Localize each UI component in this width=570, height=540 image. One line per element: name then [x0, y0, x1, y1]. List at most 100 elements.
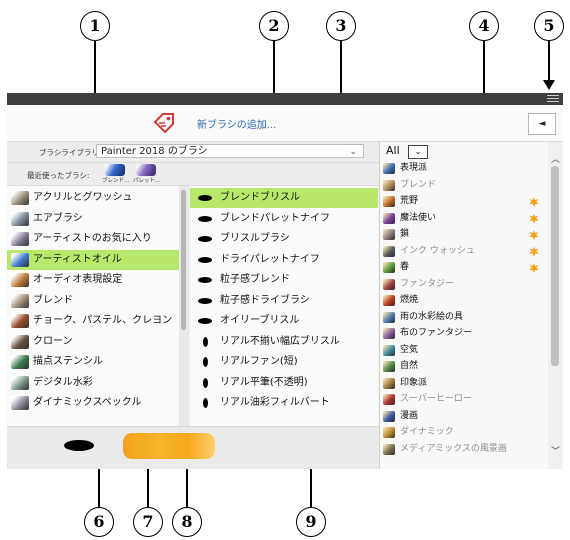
brush-pack-icon — [383, 311, 395, 323]
scroll-up-icon[interactable]: ︿ — [551, 155, 561, 165]
brush-variant-item[interactable]: リアル平筆(不透明) — [190, 373, 378, 393]
dab-icon — [203, 336, 208, 347]
brush-pack-item[interactable]: スーパーヒーロー — [383, 393, 543, 407]
dab-icon — [198, 256, 212, 263]
recent-brushes-bar: 最近使ったブラシ: ブレンド... パレット... — [7, 163, 379, 186]
panel-title-bar[interactable] — [7, 93, 563, 105]
brush-pack-item[interactable]: 燃焼 — [383, 294, 543, 308]
brush-category-item[interactable]: オーディオ表現設定 — [7, 270, 179, 290]
brush-pack-icon — [383, 377, 395, 389]
brush-category-item[interactable]: デジタル水彩 — [7, 373, 179, 393]
brush-pack-icon — [383, 196, 395, 207]
brush-pack-label: 漫画 — [400, 410, 419, 421]
recent-brush-1[interactable]: ブレンド... — [102, 164, 130, 184]
dab-icon — [198, 297, 212, 304]
brush-pack-item[interactable]: ファンタジー — [383, 278, 543, 292]
brush-pack-icon — [383, 427, 395, 438]
filter-dropdown[interactable]: ⌄ — [408, 145, 428, 159]
brush-pack-item[interactable]: インク ウォッシュ — [383, 245, 543, 259]
brush-pack-item[interactable]: 鎖 — [383, 228, 543, 242]
dab-icon — [203, 398, 208, 408]
brush-category-item[interactable]: エアブラシ — [7, 209, 179, 229]
brush-category-item[interactable]: 描点ステンシル — [7, 352, 179, 372]
brush-pack-icon — [383, 295, 395, 306]
variant-label: ブリスルブラシ — [220, 233, 290, 244]
brush-pack-icon — [383, 163, 395, 174]
brush-thumbnail-icon — [136, 164, 156, 176]
brush-category-item[interactable]: ブレンド — [7, 291, 179, 311]
brush-variant-list: ブレンドブリスルブレンドパレットナイフブリスルブラシドライパレットナイフ粒子感ブ… — [190, 186, 378, 426]
brush-pack-item[interactable]: 魔法使い — [383, 212, 543, 226]
brush-pack-item[interactable]: 表現派 — [383, 162, 543, 176]
brush-pack-item[interactable]: メディアミックスの風景画 — [383, 443, 543, 457]
brush-pack-icon — [383, 361, 395, 372]
category-icon — [11, 396, 29, 410]
brush-variant-item[interactable]: オイリーブリスル — [190, 311, 378, 331]
brush-pack-item[interactable]: ブレンド — [383, 179, 543, 193]
brush-variant-item[interactable]: 粒子感ブレンド — [190, 270, 378, 290]
brush-pack-item[interactable]: 春 — [383, 261, 543, 275]
brush-pack-item[interactable]: 印象派 — [383, 377, 543, 391]
brush-category-item[interactable]: ダイナミックスペックル — [7, 393, 179, 413]
variant-label: ドライパレットナイフ — [220, 253, 320, 265]
category-icon — [11, 273, 29, 287]
category-icon — [11, 375, 29, 390]
brush-pack-label: 布のファンタジー — [400, 328, 473, 338]
callout-7: 7 — [133, 507, 163, 537]
category-icon — [11, 334, 29, 349]
brush-pack-item[interactable]: 荒野 — [383, 195, 543, 209]
brush-variant-item[interactable]: ブリスルブラシ — [190, 229, 378, 249]
brush-pack-item[interactable]: 漫画 — [383, 410, 543, 424]
brush-pack-item[interactable]: 自然 — [383, 360, 543, 374]
add-brush-link[interactable]: 新ブラシの追加... — [197, 120, 277, 131]
brush-variant-item[interactable]: ブレンドブリスル — [190, 188, 378, 208]
brush-category-item[interactable]: チョーク、パステル、クレヨン — [7, 311, 179, 331]
category-label: ダイナミックスペックル — [33, 397, 142, 408]
brush-library-panel: All ⌄ 表現派ブレンド荒野魔法使い鎖インク ウォッシュ春ファンタジー燃焼雨の… — [379, 142, 563, 469]
new-badge-icon — [529, 230, 539, 240]
brush-pack-item[interactable]: 雨の水彩絵の具 — [383, 311, 543, 325]
brush-pack-item[interactable]: 空気 — [383, 344, 543, 358]
category-icon — [11, 293, 29, 308]
scroll-down-icon[interactable]: ﹀ — [551, 447, 561, 457]
brush-variant-item[interactable]: リアル不揃い幅広ブリスル — [190, 332, 378, 352]
brush-variant-item[interactable]: ドライパレットナイフ — [190, 250, 378, 270]
category-icon — [11, 252, 29, 267]
category-label: デジタル水彩 — [33, 376, 93, 388]
brush-pack-item[interactable]: ダイナミック — [383, 426, 543, 440]
recent-brush-2[interactable]: パレット... — [133, 164, 161, 184]
brush-variant-item[interactable]: 粒子感ドライブラシ — [190, 291, 378, 311]
category-scrollbar[interactable] — [179, 186, 189, 426]
collapse-panel-button[interactable]: ◄ — [528, 113, 556, 135]
brush-tag-icon[interactable] — [152, 111, 176, 133]
brush-category-item[interactable]: クローン — [7, 332, 179, 352]
category-label: オーディオ表現設定 — [33, 274, 123, 285]
category-icon — [11, 191, 29, 205]
recent-brush-caption: パレット... — [133, 178, 161, 184]
scroll-thumb[interactable] — [551, 166, 559, 366]
brush-category-item[interactable]: アーティストオイル — [7, 249, 179, 270]
category-label: 描点ステンシル — [33, 356, 103, 367]
library-select[interactable]: Painter 2018 のブラシ ⌄ — [96, 144, 364, 158]
brush-pack-label: 魔法使い — [400, 212, 437, 223]
brush-selector-panel: 新ブラシの追加... ◄ ブラシライブラリ: Painter 2018 のブラシ… — [7, 93, 563, 469]
brush-thumbnail-icon — [105, 164, 125, 176]
variant-label: 粒子感ブレンド — [220, 274, 290, 285]
brush-variant-item[interactable]: リアル油彩フィルバート — [190, 393, 378, 413]
variant-label: リアル油彩フィルバート — [220, 397, 330, 408]
brush-variant-item[interactable]: ブレンドパレットナイフ — [190, 209, 378, 229]
brush-pack-icon — [383, 212, 395, 224]
dab-icon — [203, 377, 208, 388]
brush-pack-icon — [383, 278, 395, 290]
variant-label: リアル平筆(不透明) — [220, 376, 308, 388]
brush-category-item[interactable]: アクリルとグワッシュ — [7, 188, 179, 208]
brush-pack-label: 表現派 — [400, 163, 428, 173]
brush-category-item[interactable]: アーティストのお気に入り — [7, 229, 179, 249]
brush-pack-item[interactable]: 布のファンタジー — [383, 327, 543, 341]
brush-library-scrollbar[interactable]: ︿ ﹀ — [548, 142, 562, 469]
brush-pack-icon — [383, 443, 395, 455]
variant-label: 粒子感ドライブラシ — [220, 294, 310, 306]
panel-menu-icon[interactable] — [547, 95, 559, 103]
recent-brush-caption: ブレンド... — [102, 178, 130, 184]
brush-variant-item[interactable]: リアルファン(短) — [190, 352, 378, 372]
